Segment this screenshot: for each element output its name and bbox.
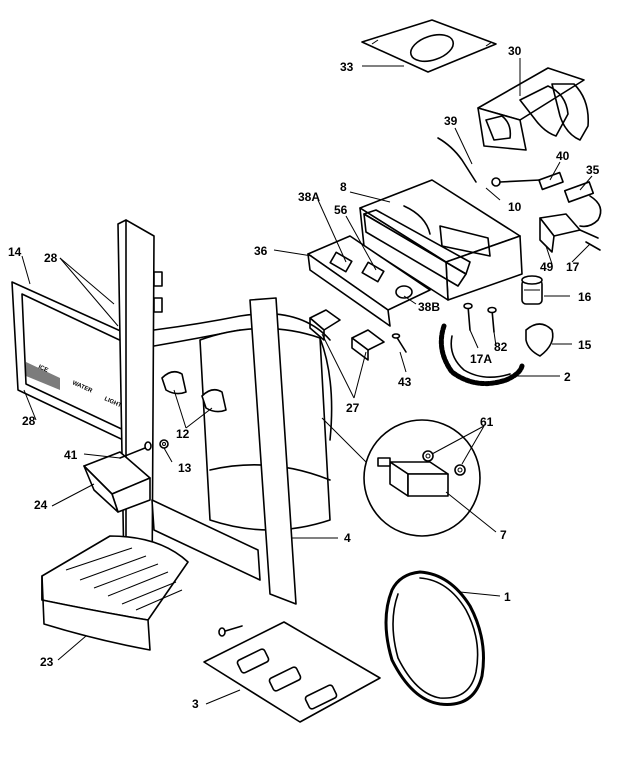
callout-61: 61 [480, 415, 494, 429]
callout-3: 3 [192, 697, 199, 711]
callout-33: 33 [340, 60, 354, 74]
callout-38a: 38A [298, 190, 320, 204]
part-56-frame [363, 209, 471, 287]
part-15-light-bulb [525, 323, 554, 357]
callout-24: 24 [34, 498, 48, 512]
callout-82: 82 [494, 340, 508, 354]
part-2-wire-harness [438, 323, 525, 387]
callout-16: 16 [578, 290, 592, 304]
callout-1: 1 [504, 590, 511, 604]
callout-43: 43 [398, 375, 412, 389]
callout-10: 10 [508, 200, 522, 214]
part-33-cover-plate [361, 19, 497, 73]
callout-8: 8 [340, 180, 347, 194]
callout-36: 36 [254, 244, 268, 258]
part-30-chute-door [477, 67, 590, 151]
part-12-hinges [161, 370, 227, 413]
callout-23: 23 [40, 655, 54, 669]
part-23-drip-tray [41, 535, 189, 651]
callout-14: 14 [8, 245, 22, 259]
screw-17a [463, 302, 473, 331]
part-3-bottom-plate [203, 621, 381, 723]
screw-41 [119, 441, 152, 459]
callout-40: 40 [556, 149, 570, 163]
callout-28a: 28 [44, 251, 58, 265]
part-4-ice-chute [199, 297, 333, 605]
callout-17a: 17A [470, 352, 492, 366]
callout-15: 15 [578, 338, 592, 352]
callout-7: 7 [500, 528, 507, 542]
part-49-switch [539, 213, 601, 253]
callout-4: 4 [344, 531, 351, 545]
callout-56: 56 [334, 203, 348, 217]
screw-82 [487, 306, 497, 333]
callout-12: 12 [176, 427, 190, 441]
callout-49: 49 [540, 260, 554, 274]
callout-numbers: 33 30 39 40 35 8 38A 56 10 36 49 17 16 3… [8, 44, 600, 711]
washer-13 [159, 439, 169, 449]
callout-2: 2 [564, 370, 571, 384]
callout-13: 13 [178, 461, 192, 475]
callout-30: 30 [508, 44, 522, 58]
part-40-35-solenoid [491, 171, 602, 228]
leader-lines [21, 58, 593, 705]
callout-27: 27 [346, 401, 360, 415]
part-24-lever [83, 451, 151, 513]
callout-17: 17 [566, 260, 580, 274]
callout-35: 35 [586, 163, 600, 177]
part-16-lamp-socket [521, 275, 543, 305]
callout-38b: 38B [418, 300, 440, 314]
part-36-control-panel-board [307, 235, 431, 327]
part-1-gasket [384, 570, 485, 706]
callout-39: 39 [444, 114, 458, 128]
panel-label-ice: ICE [37, 364, 49, 374]
callout-28b: 28 [22, 414, 36, 428]
part-39-wire-rod [437, 137, 477, 183]
callout-41: 41 [64, 448, 78, 462]
detail-micro-switch [321, 417, 481, 537]
screw-43 [391, 333, 407, 353]
